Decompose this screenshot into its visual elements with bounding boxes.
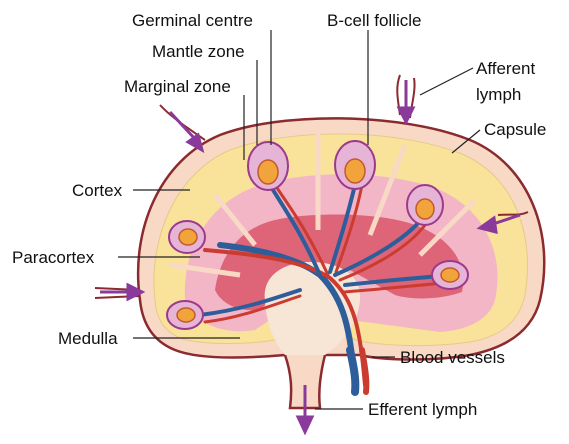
- label-afferent: Afferent: [476, 59, 536, 78]
- follicle: [432, 261, 468, 289]
- label-marginal-zone: Marginal zone: [124, 77, 231, 96]
- follicle: [167, 301, 203, 329]
- label-medulla: Medulla: [58, 329, 118, 348]
- label-mantle-zone: Mantle zone: [152, 42, 245, 61]
- follicle: [248, 142, 288, 190]
- follicle: [335, 141, 375, 189]
- label-capsule: Capsule: [484, 120, 546, 139]
- label-afferent-lymph: lymph: [476, 85, 521, 104]
- label-germinal-centre: Germinal centre: [132, 11, 253, 30]
- follicle: [169, 221, 205, 253]
- label-b-cell-follicle: B-cell follicle: [327, 11, 421, 30]
- label-paracortex: Paracortex: [12, 248, 95, 267]
- label-cortex: Cortex: [72, 181, 123, 200]
- label-blood-vessels: Blood vessels: [400, 348, 505, 367]
- label-efferent-lymph: Efferent lymph: [368, 400, 477, 419]
- follicle: [407, 185, 443, 225]
